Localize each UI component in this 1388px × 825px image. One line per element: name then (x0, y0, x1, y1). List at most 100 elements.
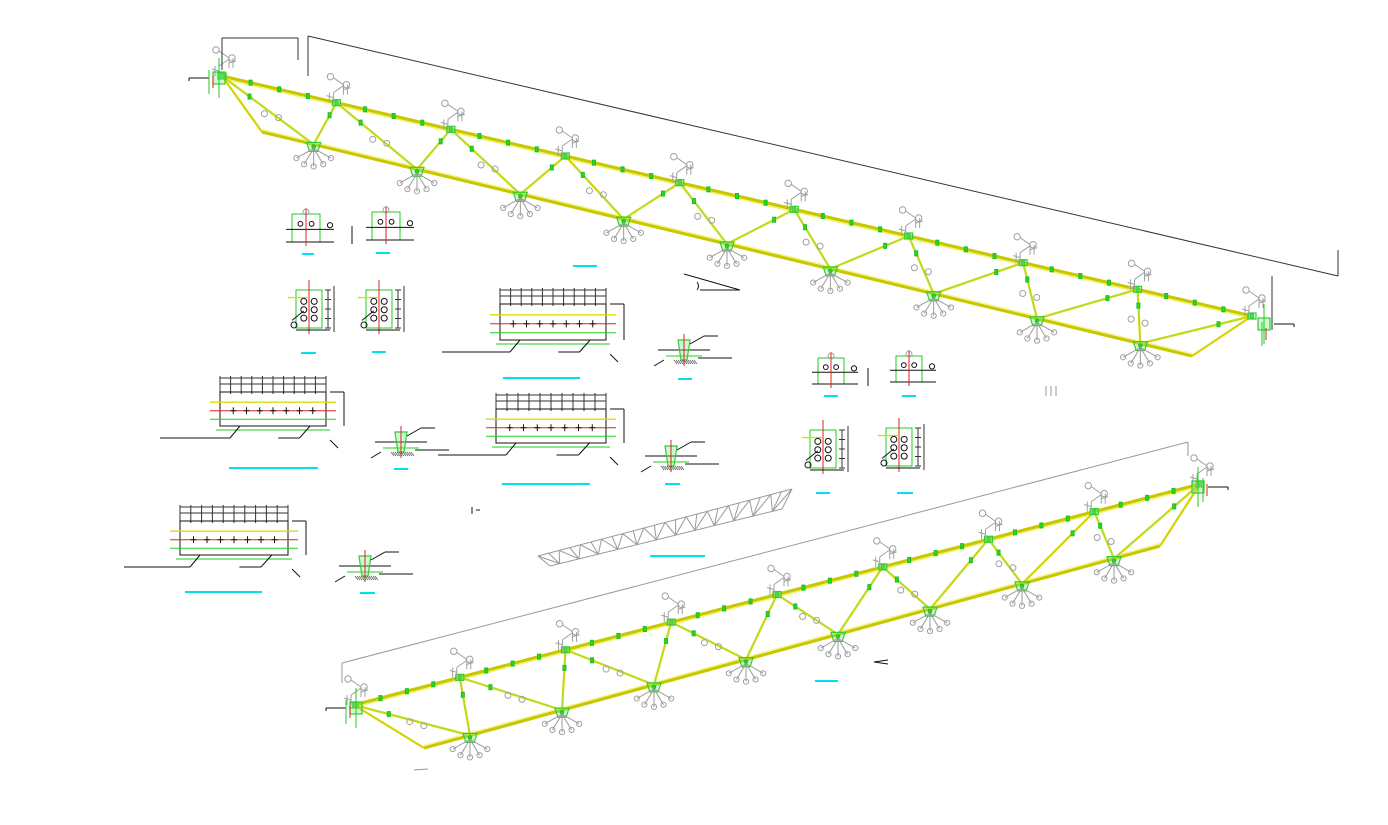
bolt-hole (900, 444, 908, 452)
member-callout (661, 592, 686, 615)
gusset-plate (904, 232, 914, 240)
gusset-node (449, 732, 491, 761)
bolt (849, 219, 854, 226)
bolt (960, 543, 965, 550)
support-centerline-mark (345, 700, 351, 724)
diagonal-inner (416, 129, 452, 170)
bolt (735, 193, 739, 199)
bolt (1111, 558, 1117, 563)
bolt (1105, 295, 1110, 302)
member-mark (260, 110, 268, 118)
bolt-group-detail (802, 420, 849, 474)
gusset-node (396, 166, 438, 195)
gusset-plate (1089, 508, 1099, 516)
bolt (695, 612, 700, 619)
bolt (590, 657, 595, 664)
bolt (1138, 343, 1143, 348)
member-callout (555, 134, 580, 156)
member-mark (420, 722, 428, 730)
member-mark (1009, 564, 1017, 572)
key-diagonal (617, 533, 624, 550)
bolt-hole (380, 314, 388, 322)
weld-joint-detail (334, 550, 413, 583)
diagonal-inner (908, 235, 935, 294)
bolt-hole (370, 314, 378, 322)
bolt (562, 664, 567, 671)
bottom-chord-inner (423, 542, 1161, 747)
bolt (386, 711, 391, 718)
diagonal-inner (336, 102, 418, 170)
bolt (277, 86, 282, 93)
bolt (1019, 583, 1025, 589)
member-mark (518, 695, 526, 703)
member-callout (898, 214, 923, 236)
member-callout (978, 517, 1003, 540)
member-callout (898, 206, 923, 228)
bolt (378, 695, 383, 702)
member-callout (784, 187, 808, 210)
bolt (431, 681, 436, 688)
diagonal-inner (679, 182, 728, 245)
bolt (1192, 299, 1197, 306)
upper-truss-elevation (188, 35, 1339, 369)
gusset-node (725, 657, 767, 685)
chord-splice-detail (438, 393, 625, 466)
bolt (1216, 321, 1221, 328)
bolt (1164, 293, 1169, 299)
member-mark (924, 268, 932, 276)
leader (676, 441, 692, 451)
bolt (1039, 522, 1044, 529)
diagonal-inner (671, 621, 747, 660)
bolt (691, 630, 696, 637)
gusset-plate (878, 563, 888, 571)
member-mark (383, 139, 391, 147)
bolt (963, 246, 968, 253)
member-mark (504, 691, 512, 699)
gusset-node (603, 216, 644, 245)
bolt (660, 190, 665, 197)
key-diagonal (580, 544, 599, 555)
key-vertical (713, 508, 719, 526)
bolt (894, 576, 899, 583)
bolt (722, 605, 727, 612)
bolt (1012, 529, 1017, 536)
bolt (311, 144, 316, 149)
bolt (748, 598, 753, 605)
gusset-node (500, 191, 541, 220)
diagonal-inner (565, 155, 624, 220)
diagonal-inner (1113, 483, 1201, 559)
key-diagonal (558, 549, 580, 560)
bolt (438, 138, 443, 145)
gusset-node (913, 291, 954, 319)
chord-splice-detail (442, 288, 625, 363)
bolt (914, 250, 919, 257)
bolt-hole (814, 454, 822, 462)
bolt (1171, 487, 1176, 494)
bolt-hole (900, 435, 908, 443)
key-diagonal (636, 527, 645, 545)
member-callout (440, 107, 465, 130)
member-callout (1241, 294, 1266, 316)
node-detail (366, 206, 414, 244)
member-callout (212, 46, 237, 68)
web-members (353, 483, 1201, 737)
diagonal-inner (520, 155, 566, 195)
key-diagonal (733, 499, 751, 522)
member-mark (599, 191, 607, 199)
key-diagonal (655, 522, 666, 541)
key-diagonal (770, 494, 773, 512)
splice-plate (499, 303, 607, 341)
bolt-hole (300, 314, 308, 322)
bolt (801, 584, 806, 591)
web-members (221, 75, 1253, 345)
bolt (1145, 494, 1150, 501)
bolt (1034, 318, 1040, 323)
bolt (488, 684, 493, 691)
member-callout (326, 72, 351, 95)
member-mark (694, 212, 702, 220)
bolt (580, 171, 585, 178)
bolt (467, 735, 473, 740)
member-mark (602, 665, 610, 673)
bolt (933, 550, 938, 557)
bolt (743, 659, 749, 664)
